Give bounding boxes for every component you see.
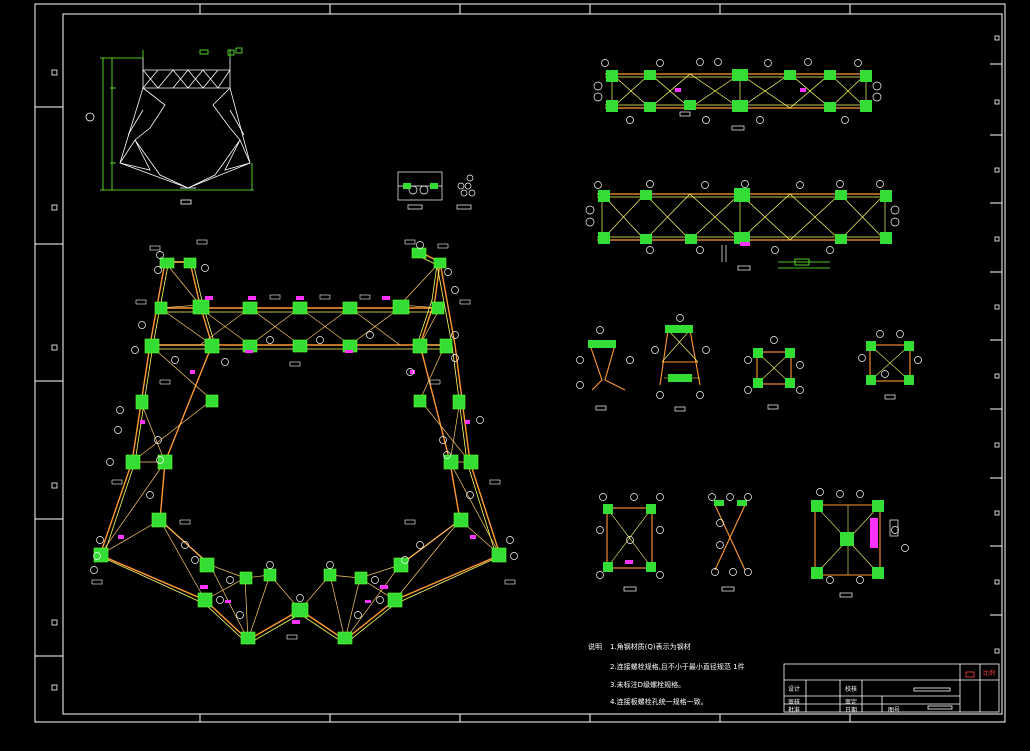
overview-dimensions (100, 47, 254, 191)
tb-label-approve: 批准 (788, 707, 801, 714)
note-item-3: 3.未标注D级螺栓规格。 (610, 681, 686, 689)
tb-label-approved: 审定 (845, 699, 858, 706)
note-item-2: 2.连接螺栓规格,且不小于最小直径规范 1件 (610, 663, 745, 671)
truss-elevation-middle (585, 180, 900, 271)
main-tower-head-view (90, 239, 518, 645)
connection-detail-small-plates (403, 183, 438, 189)
detail-c (744, 336, 804, 410)
detail-e (596, 493, 664, 592)
tb-label-review: 审核 (788, 699, 801, 706)
overview-tower-sketch (119, 58, 251, 205)
note-item-4: 4.连接板螺栓孔统一规格一致。 (610, 698, 708, 706)
detail-a (576, 326, 634, 411)
connection-detail-small (397, 171, 476, 210)
label-boxes (91, 239, 516, 640)
tb-label-date: 日期 (845, 707, 858, 714)
bolt-marks (118, 296, 476, 624)
drawing-frame (34, 3, 1006, 723)
zone-markers (51, 35, 1000, 691)
overview-section-mark (85, 112, 95, 122)
detail-f (708, 493, 752, 592)
tb-label-scale: 比例 (983, 670, 996, 677)
note-item-1: 1.角钢材质(Q)表示为钢材 (610, 643, 691, 651)
notes-title: 说明 (588, 643, 602, 651)
detail-d (858, 330, 922, 400)
tb-label-sheet: 图号 (888, 707, 901, 714)
detail-g (811, 488, 909, 598)
title-block-stamp (965, 671, 975, 678)
title-block (783, 663, 1000, 713)
tb-label-check: 校核 (845, 686, 858, 693)
detail-b (651, 314, 710, 412)
truss-elevation-top (593, 58, 882, 131)
part-callout-balloons (90, 241, 518, 619)
tb-label-design: 设计 (788, 686, 801, 693)
gusset-plates (93, 247, 507, 645)
